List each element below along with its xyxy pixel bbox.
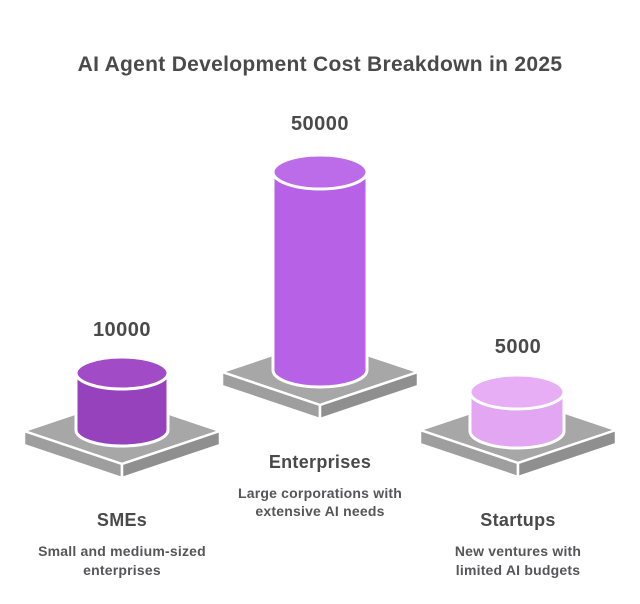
value-label-enterprises: 50000 [291, 113, 349, 135]
value-label-smes: 10000 [93, 319, 151, 341]
cylinder-smes [74, 371, 170, 448]
category-description-startups-line1: New ventures with [455, 543, 581, 559]
category-description-enterprises-line1: Large corporations with [238, 485, 402, 501]
category-description-smes-line1: Small and medium-sized [38, 543, 206, 559]
value-label-startups: 5000 [495, 336, 542, 358]
category-description-smes-line2: enterprises [83, 562, 161, 578]
category-label-enterprises: Enterprises [269, 452, 371, 472]
chart-title: AI Agent Development Cost Breakdown in 2… [78, 53, 563, 76]
cylinder-enterprises-top [271, 153, 369, 191]
category-label-smes: SMEs [97, 510, 147, 530]
platform-right-face [120, 429, 222, 480]
category-label-startups: Startups [480, 510, 555, 530]
category-description-enterprises-line2: extensive AI needs [255, 503, 384, 519]
bar-group-enterprises: 50000 Enterprises Large corporations wit… [220, 113, 420, 519]
platform-right-face [516, 428, 618, 479]
category-description-startups-line2: limited AI budgets [456, 562, 580, 578]
bar-group-smes: 10000 SMEs Small and medium-sized enterp… [22, 319, 222, 578]
cylinder-enterprises [271, 170, 369, 389]
cylinder-smes-top [74, 355, 170, 391]
platform-right-face [318, 370, 420, 421]
bar-group-startups: 5000 Startups New ventures with limited … [418, 336, 618, 578]
cylinder-startups-top [468, 373, 566, 411]
